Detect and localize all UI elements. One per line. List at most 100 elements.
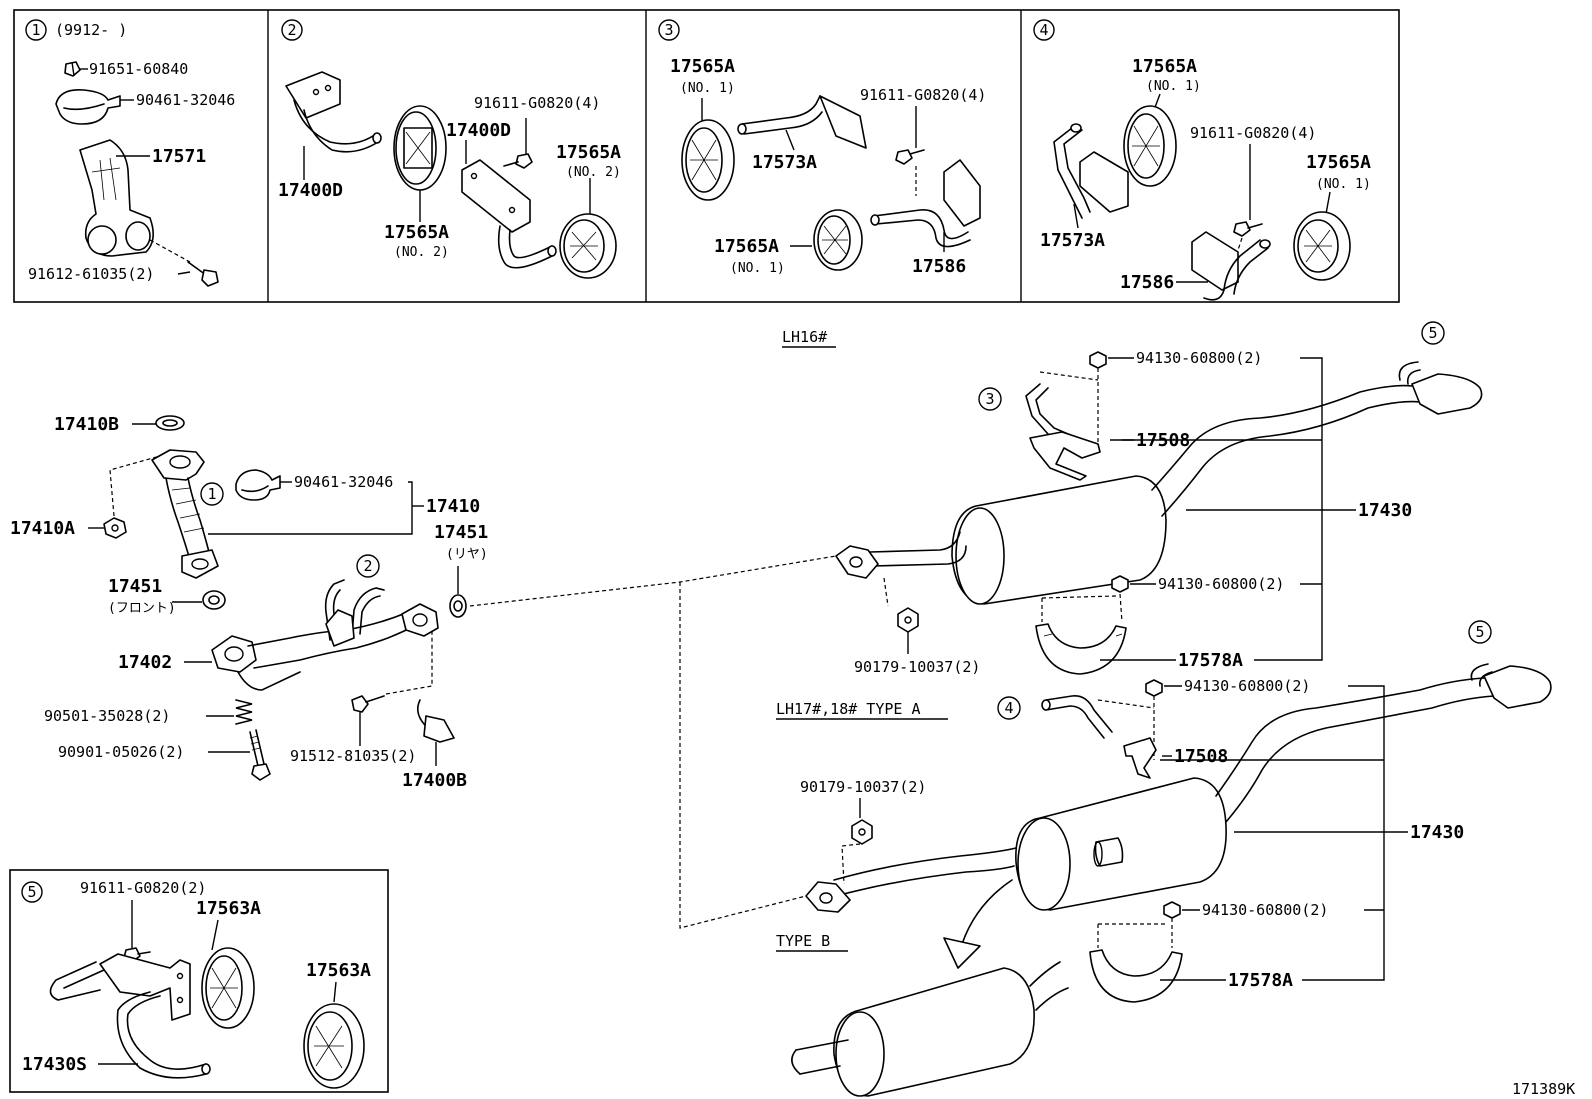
view-label-lh17-18-type-a: LH17#,18# TYPE A <box>776 700 921 718</box>
hanger-17573a-icon <box>737 95 867 149</box>
inset-4-rear-hanger: 4 17565A (NO. 1) 17573A 91611-G0820(4) <box>1033 19 1371 301</box>
top-inset-frame <box>13 9 1400 303</box>
inset-5-tailpipe-hanger: 5 91611-G0820(2) 17563A 17430S 17563A <box>9 869 389 1093</box>
rubber-mount-icon <box>681 119 735 201</box>
part-94130-60800-upper-b: 94130-60800(2) <box>1158 575 1284 593</box>
part-91611-g0820-inset5: 91611-G0820(2) <box>80 879 206 897</box>
circled-number-5-label: 5 <box>1475 623 1484 641</box>
part-17586: 17586 <box>912 256 966 277</box>
view-label-lh16: LH16# <box>782 328 827 346</box>
circled-number-4 <box>1033 19 1055 41</box>
part-17400b: 17400B <box>402 770 467 791</box>
part-17402: 17402 <box>118 652 172 673</box>
inset-5-frame <box>9 869 389 1093</box>
rubber-mount-icon <box>559 213 617 279</box>
bracket-17586-icon <box>1191 231 1271 301</box>
nut-icon <box>897 607 919 633</box>
circled-number-3-label: 3 <box>985 390 994 408</box>
inset-1-hanger-bracket: 1 (9912- ) 91651-60840 90461-32046 17571 <box>25 19 235 287</box>
part-91651-60840: 91651-60840 <box>89 60 188 78</box>
inset-2-front-hanger: 2 17400D 17565A (NO. 2) <box>278 19 621 279</box>
part-17400d-left: 17400D <box>278 180 343 201</box>
hanger-17508-icon <box>1025 383 1101 481</box>
gasket-icon <box>202 590 226 610</box>
rubber-mount-icon <box>393 105 447 191</box>
view-label-type-b: TYPE B <box>776 932 830 950</box>
inset-1-date-range: (9912- ) <box>55 21 127 39</box>
part-91611-g0820: 91611-G0820(4) <box>860 86 986 104</box>
rubber-mount-icon <box>1293 211 1351 281</box>
part-90901-05026: 90901-05026(2) <box>58 743 184 761</box>
circled-number-2 <box>356 554 380 578</box>
gasket-icon <box>449 594 467 618</box>
muffler-17430-type-a-icon <box>805 663 1552 913</box>
circled-number-2-label: 2 <box>363 557 372 575</box>
circled-number-2 <box>281 19 303 41</box>
hanger-17573a-icon <box>1053 123 1129 219</box>
circled-number-5 <box>1468 620 1492 644</box>
part-17410b: 17410B <box>54 414 119 435</box>
part-17586: 17586 <box>1120 272 1174 293</box>
muffler-17430-icon <box>835 361 1483 605</box>
part-17451-front: 17451 <box>108 576 162 597</box>
bolt-icon <box>895 149 925 165</box>
part-90461-32046: 90461-32046 <box>136 91 235 109</box>
part-91611-g0820: 91611-G0820(4) <box>1190 124 1316 142</box>
nut-icon <box>851 819 873 845</box>
rear-muffler-lh17-18: LH17#,18# TYPE A 4 94130-60800(2) 17508 <box>776 620 1552 1097</box>
part-17451-rear-note: (リヤ) <box>446 547 488 562</box>
circled-number-1 <box>25 19 47 41</box>
part-17578a-upper: 17578A <box>1178 650 1243 671</box>
arrow-icon <box>943 879 1013 969</box>
part-90461-32046-front: 90461-32046 <box>294 473 393 491</box>
part-17430-lower: 17430 <box>1410 822 1464 843</box>
bolt-icon <box>503 153 533 169</box>
circled-number-1 <box>200 482 224 506</box>
clamp-icon <box>235 469 281 501</box>
part-17571: 17571 <box>152 146 206 167</box>
nut-icon <box>1163 901 1181 919</box>
bracket-17586-icon <box>870 159 981 248</box>
rubber-mount-icon <box>201 947 255 1029</box>
circled-number-1-label: 1 <box>31 21 40 39</box>
nut-icon <box>1089 351 1107 369</box>
circled-number-5-label: 5 <box>1428 324 1437 342</box>
gasket-icon <box>155 415 185 431</box>
muffler-type-b-icon <box>791 961 1069 1097</box>
part-17565a-no2-left: 17565A <box>384 222 449 243</box>
hanger-bracket-17571-icon <box>79 139 154 257</box>
circled-number-4-label: 4 <box>1004 699 1013 717</box>
part-17578a-lower: 17578A <box>1228 970 1293 991</box>
circled-number-4-label: 4 <box>1039 21 1048 39</box>
circled-number-3 <box>658 19 680 41</box>
circled-number-1-label: 1 <box>207 485 216 503</box>
circled-number-2-label: 2 <box>287 21 296 39</box>
nut-icon <box>103 517 127 539</box>
part-17565a-no1-right-note: (NO. 1) <box>730 261 785 276</box>
part-17565a-no1-top: 17565A <box>1132 56 1197 77</box>
strap-17578a-icon <box>1089 949 1183 1003</box>
part-90179-10037-lower: 90179-10037(2) <box>800 778 926 796</box>
bracket-17400d-icon <box>285 71 382 153</box>
part-17430-upper: 17430 <box>1358 500 1412 521</box>
part-17410: 17410 <box>426 496 480 517</box>
part-17565a-no1-left-note: (NO. 1) <box>680 81 735 96</box>
part-17451-rear: 17451 <box>434 522 488 543</box>
part-91611-g0820: 91611-G0820(4) <box>474 94 600 112</box>
part-17565a-no1-top-note: (NO. 1) <box>1146 79 1201 94</box>
part-17563a-right: 17563A <box>306 960 371 981</box>
part-94130-60800-upper-a: 94130-60800(2) <box>1136 349 1262 367</box>
part-17410a: 17410A <box>10 518 75 539</box>
circled-number-4 <box>997 696 1021 720</box>
part-17565a-no1-right-note: (NO. 1) <box>1316 177 1371 192</box>
part-91512-81035: 91512-81035(2) <box>290 747 416 765</box>
center-pipe-17402-icon <box>211 579 439 691</box>
part-94130-60800-lower-a: 94130-60800(2) <box>1184 677 1310 695</box>
part-17563a-top: 17563A <box>196 898 261 919</box>
part-17573a: 17573A <box>752 152 817 173</box>
rubber-mount-icon <box>303 1003 365 1089</box>
part-17565a-no1-left: 17565A <box>670 56 735 77</box>
rubber-mount-icon <box>1123 105 1177 187</box>
strap-17578a-icon <box>1035 623 1127 675</box>
